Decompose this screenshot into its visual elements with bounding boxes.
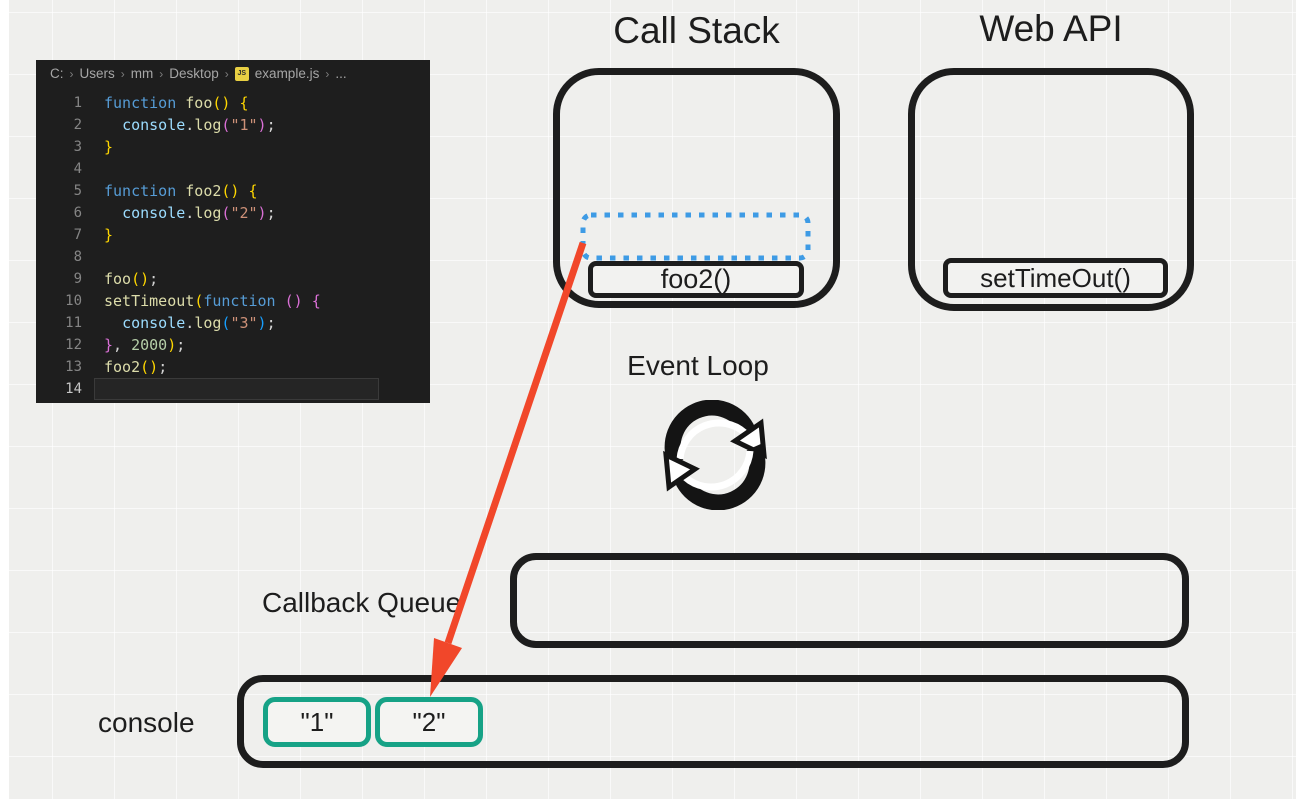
line-content: } xyxy=(104,138,114,156)
callback-queue-label: Callback Queue xyxy=(262,587,462,618)
line-number: 2 xyxy=(73,117,82,133)
canvas-left-edge xyxy=(0,0,9,799)
console-entry: "1" xyxy=(263,697,371,747)
line-content: foo(); xyxy=(104,270,159,288)
line-content: function foo() { xyxy=(104,94,249,112)
line-content: foo2(); xyxy=(104,358,168,376)
breadcrumb: C: › Users › mm › Desktop › JS example.js ›... xyxy=(36,60,430,87)
line-number: 11 xyxy=(65,315,82,331)
code-line[interactable]: 4 xyxy=(36,158,430,180)
code-line[interactable]: 8 xyxy=(36,246,430,268)
call-stack-title: Call Stack xyxy=(613,10,780,51)
line-number: 1 xyxy=(73,95,82,111)
code-editor-panel: C: › Users › mm › Desktop › JS example.js ›... 1 fu… xyxy=(36,60,430,403)
line-number: 5 xyxy=(73,183,82,199)
console-label: console xyxy=(98,707,195,738)
code-line[interactable]: 14 xyxy=(36,378,430,400)
breadcrumb-item[interactable]: Desktop xyxy=(169,66,219,81)
web-api-item-settimeout: setTimeOut() xyxy=(943,258,1168,298)
line-content xyxy=(82,378,104,400)
console-box xyxy=(237,675,1189,768)
call-stack-box xyxy=(553,68,840,308)
breadcrumb-item[interactable]: Users xyxy=(79,66,115,81)
line-number: 7 xyxy=(73,227,82,243)
event-loop-label: Event Loop xyxy=(627,350,769,381)
code-line[interactable]: 10 setTimeout(function () { xyxy=(36,290,430,312)
line-content: function foo2() { xyxy=(104,182,258,200)
breadcrumb-separator: › xyxy=(69,66,74,81)
code-line[interactable]: 12 }, 2000); xyxy=(36,334,430,356)
code-line[interactable]: 7} xyxy=(36,224,430,246)
web-api-box xyxy=(908,68,1194,311)
console-entry: "2" xyxy=(375,697,483,747)
line-number: 14 xyxy=(65,381,82,397)
line-content xyxy=(82,246,104,268)
console-entries: "1""2" xyxy=(263,697,483,747)
line-content: console.log("1"); xyxy=(122,116,276,134)
call-stack-frame-foo2: foo2() xyxy=(588,261,804,298)
code-line[interactable]: 1 function foo() { xyxy=(36,92,430,114)
code-line[interactable]: 9 foo(); xyxy=(36,268,430,290)
line-number: 10 xyxy=(65,293,82,309)
breadcrumb-item[interactable]: C: xyxy=(50,66,64,81)
web-api-title: Web API xyxy=(979,8,1123,49)
line-number: 3 xyxy=(73,139,82,155)
line-number: 12 xyxy=(65,337,82,353)
line-content: setTimeout(function () { xyxy=(104,292,321,310)
breadcrumb-separator: › xyxy=(325,66,330,81)
line-number: 6 xyxy=(73,205,82,221)
code-line[interactable]: 13 foo2(); xyxy=(36,356,430,378)
line-number: 9 xyxy=(73,271,82,287)
code-line[interactable]: 6 console.log("2"); xyxy=(36,202,430,224)
line-content: console.log("3"); xyxy=(122,314,276,332)
line-content: console.log("2"); xyxy=(122,204,276,222)
sync-loop-icon xyxy=(663,400,767,510)
code-line[interactable]: 3} xyxy=(36,136,430,158)
breadcrumb-separator: › xyxy=(159,66,164,81)
line-content: }, 2000); xyxy=(104,336,186,354)
breadcrumb-separator: › xyxy=(224,66,229,81)
breadcrumb-item[interactable]: mm xyxy=(130,66,154,81)
dashed-placeholder-box xyxy=(580,212,811,261)
line-content: } xyxy=(104,226,114,244)
line-number: 4 xyxy=(73,161,82,177)
breadcrumb-separator: › xyxy=(120,66,125,81)
callback-queue-box xyxy=(510,553,1189,648)
line-number: 8 xyxy=(73,249,82,265)
code-line[interactable]: 2 console.log("1"); xyxy=(36,114,430,136)
line-number: 13 xyxy=(65,359,82,375)
code-line[interactable]: 11 console.log("3"); xyxy=(36,312,430,334)
js-file-icon: JS xyxy=(234,66,249,81)
line-content xyxy=(82,158,104,180)
breadcrumb-file[interactable]: example.js xyxy=(254,66,320,81)
breadcrumb-more[interactable]: ... xyxy=(335,66,347,81)
code-line[interactable]: 5 function foo2() { xyxy=(36,180,430,202)
